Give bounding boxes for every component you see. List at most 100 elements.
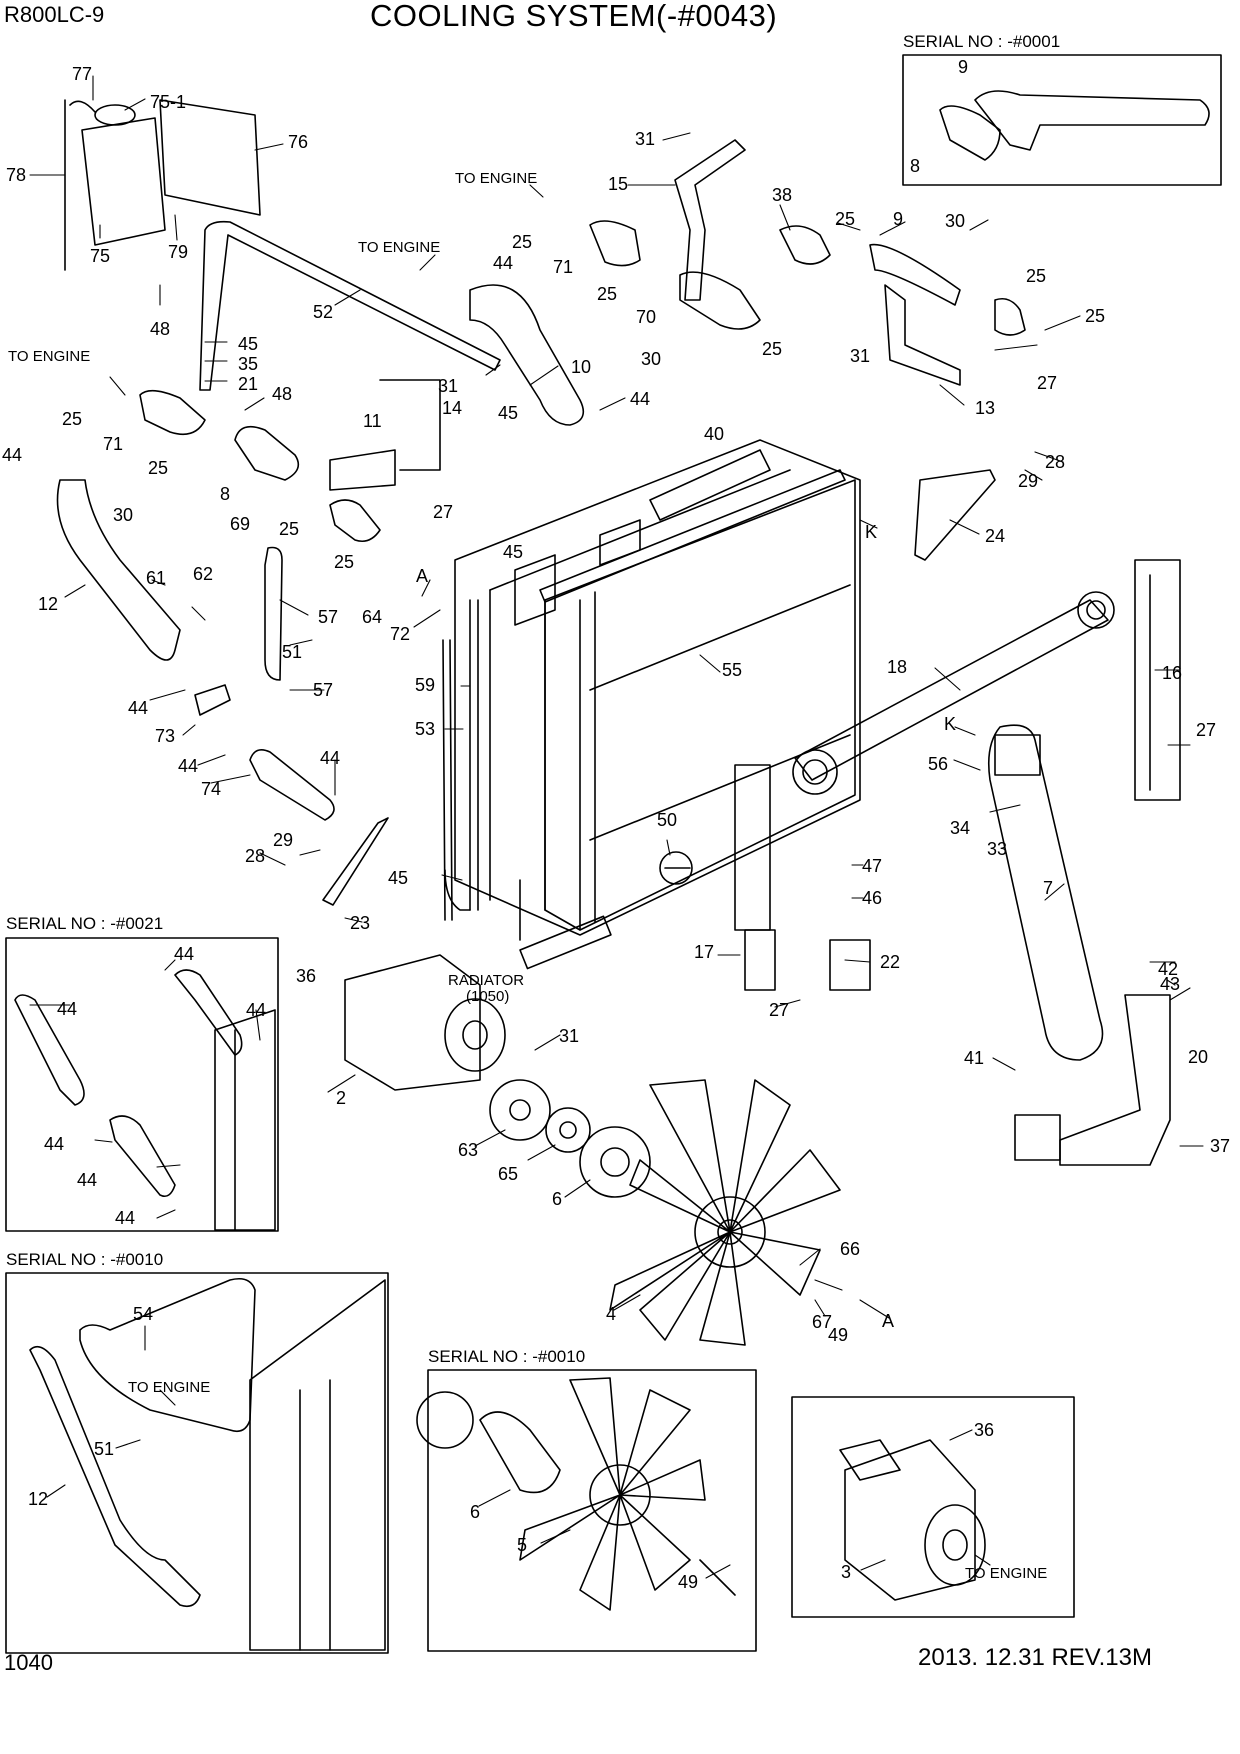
callout-62: 62 [193,564,213,584]
reservoir-body [81,117,166,246]
callout-31-right: 31 [850,346,870,366]
callout-75-1: 75-1 [150,92,186,112]
callout-43: 43 [1160,974,1180,994]
note-to-engine-5: TO ENGINE [965,1565,1047,1582]
callout-12: 12 [38,594,58,614]
callout-25-mid: 25 [762,339,782,359]
callout-48-mid: 48 [272,384,292,404]
callout-38: 38 [772,185,792,205]
callout-30-mid: 30 [641,349,661,369]
callout-9-inset: 9 [958,57,968,77]
callout-17: 17 [694,942,714,962]
callout-47: 47 [862,856,882,876]
callout-44-i2: 44 [246,1000,266,1020]
callout-64: 64 [362,607,382,627]
callout-29-top: 29 [1018,471,1038,491]
callout-27-right: 27 [1196,720,1216,740]
drain-cock [659,851,693,885]
callout-25-clamp: 25 [597,284,617,304]
fan-blades-4 [609,1079,841,1346]
stay-23 [322,817,389,906]
note-to-engine-4: TO ENGINE [128,1379,210,1396]
callout-27-low: 27 [769,1000,789,1020]
radiator-top-rail [539,469,846,603]
block-22 [829,939,871,991]
callout-20: 20 [1188,1047,1208,1067]
callout-8-inset: 8 [910,156,920,176]
radiator-assembly [454,439,861,970]
note-radiator: RADIATOR [448,972,524,989]
callout-30-top: 30 [945,211,965,231]
radiator-outline [454,439,861,936]
model-name: R800LC-9 [4,2,105,27]
callout-25-top: 25 [835,209,855,229]
callout-25-lower: 25 [279,519,299,539]
callout-44-b: 44 [128,698,148,718]
callout-41: 41 [964,1048,984,1068]
callout-14: 14 [442,398,462,418]
callout-44-i1: 44 [174,944,194,964]
page-number: 1040 [4,1650,53,1675]
callout-25-upper: 25 [512,232,532,252]
callout-33: 33 [987,839,1007,859]
callout-48-top: 48 [150,319,170,339]
callout-44-i6: 44 [115,1208,135,1228]
callout-49-inset: 49 [678,1572,698,1592]
callout-44-i3: 44 [57,999,77,1019]
inset-0010-hose-content [29,1277,386,1651]
callout-54: 54 [133,1304,153,1324]
callout-49: 49 [828,1325,848,1345]
hose-45 [444,869,471,911]
pipe-53 [449,639,453,921]
callout-25-left: 25 [62,409,82,429]
flange-upper [994,734,1041,776]
callout-59: 59 [415,675,435,695]
callout-71-left: 71 [103,434,123,454]
hose-9 [869,243,961,306]
tee-73 [194,684,231,716]
callout-25-far: 25 [1085,306,1105,326]
callout-25-lower2: 25 [334,552,354,572]
inset-frame-0001 [902,54,1222,186]
callout-36-inset: 36 [974,1420,994,1440]
callout-2: 2 [336,1088,346,1108]
callout-K-upper: K [865,522,877,542]
callout-44-c: 44 [178,756,198,776]
inset-frame-pump [791,1396,1075,1618]
inset-title-0010-hose: SERIAL NO : -#0010 [6,1250,163,1269]
callout-44-a: 44 [630,389,650,409]
callout-31-low: 31 [559,1026,579,1046]
flange-lower [1014,1114,1061,1161]
hose-8 [234,425,300,481]
pipe-7 [987,724,1104,1061]
spacer-65 [545,1107,591,1153]
callout-27-mid: 27 [433,502,453,522]
callout-11: 11 [363,411,382,431]
callout-76: 76 [288,132,308,152]
stays-and-brackets [322,139,1181,1166]
callout-22: 22 [880,952,900,972]
callout-44-left: 44 [2,445,22,465]
pump-inset-content [839,1439,986,1601]
callout-42: 42 [1158,959,1178,979]
callout-74: 74 [201,779,221,799]
pipe-70 [679,271,761,330]
hose-10 [469,284,585,426]
pump-and-fan [344,954,841,1346]
inset-0001-content [939,90,1210,161]
inset-title-0010-fan: SERIAL NO : -#0010 [428,1347,585,1366]
bracket-16 [1134,559,1181,801]
callout-78: 78 [6,165,26,185]
bracket-11 [329,449,396,491]
callout-24: 24 [985,526,1005,546]
callout-36: 36 [296,966,316,986]
inset-frames [5,54,1222,1654]
note-to-engine-2: TO ENGINE [358,239,440,256]
callout-7: 7 [1043,878,1053,898]
callout-8: 8 [220,484,230,504]
callout-66: 66 [840,1239,860,1259]
part-number-labels: 77 75-1 76 78 75 79 48 52 45 35 21 48 31… [2,57,1230,1592]
callout-44-d: 44 [320,748,340,768]
